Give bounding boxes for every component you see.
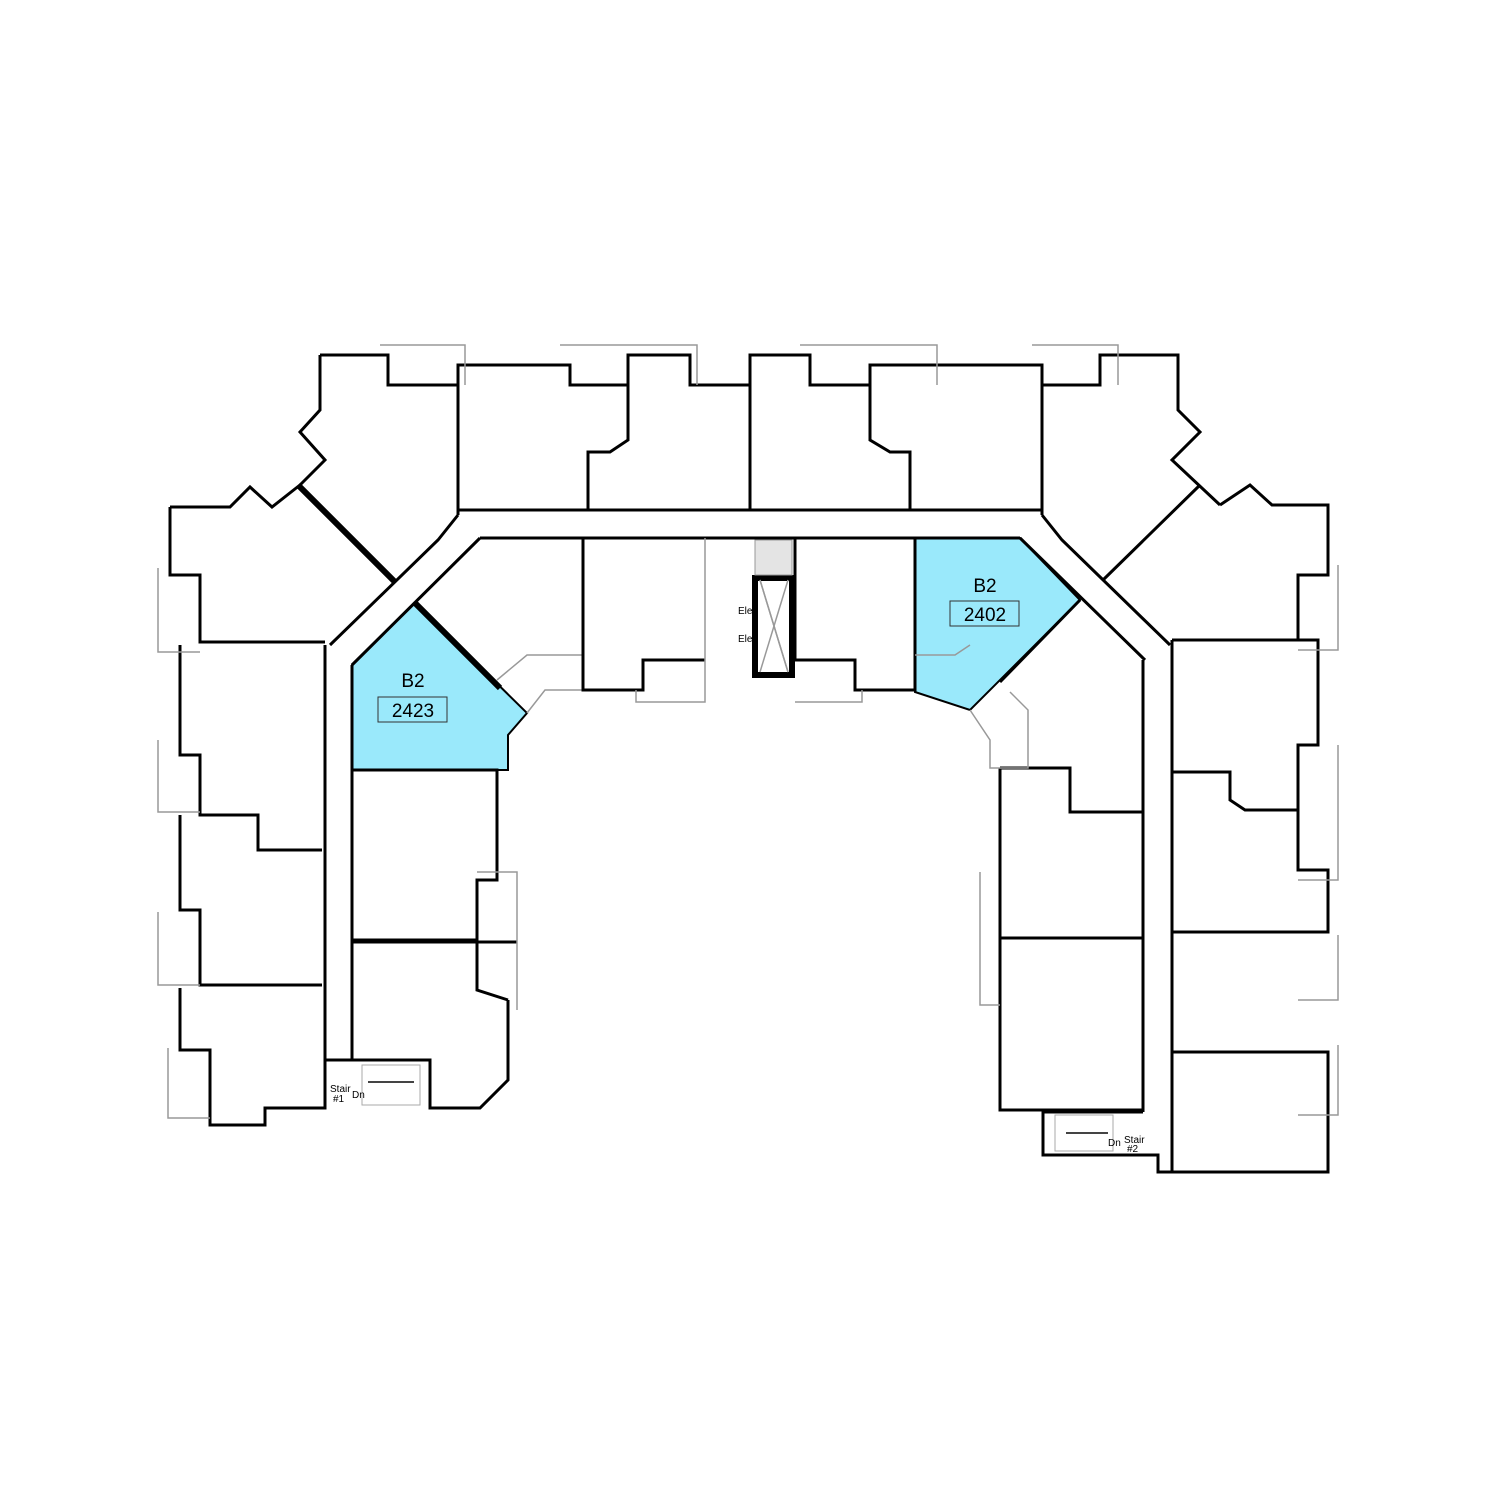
stair-2-number: #2 bbox=[1127, 1144, 1139, 1155]
stair-1[interactable]: Stair #1 Dn bbox=[330, 1064, 421, 1106]
stair-2-direction: Dn bbox=[1108, 1138, 1121, 1149]
unit-2423[interactable]: B2 2423 bbox=[377, 671, 448, 723]
walls bbox=[157, 344, 1339, 1174]
stair-2[interactable]: Dn Stair #2 bbox=[1054, 1114, 1145, 1155]
unit-number: 2423 bbox=[392, 701, 434, 722]
unit-type: B2 bbox=[401, 671, 424, 692]
elevator-label-1: Elev bbox=[738, 606, 757, 617]
stair-1-direction: Dn bbox=[352, 1090, 365, 1101]
unit-2402[interactable]: B2 2402 bbox=[949, 576, 1020, 627]
unit-number: 2402 bbox=[964, 605, 1006, 626]
elevator-label-2: Elev bbox=[738, 634, 757, 645]
unit-type: B2 bbox=[973, 576, 996, 597]
stair-1-label: Stair bbox=[330, 1084, 351, 1095]
stair-2-label: Stair bbox=[1124, 1135, 1145, 1146]
stair-1-number: #1 bbox=[333, 1094, 345, 1105]
